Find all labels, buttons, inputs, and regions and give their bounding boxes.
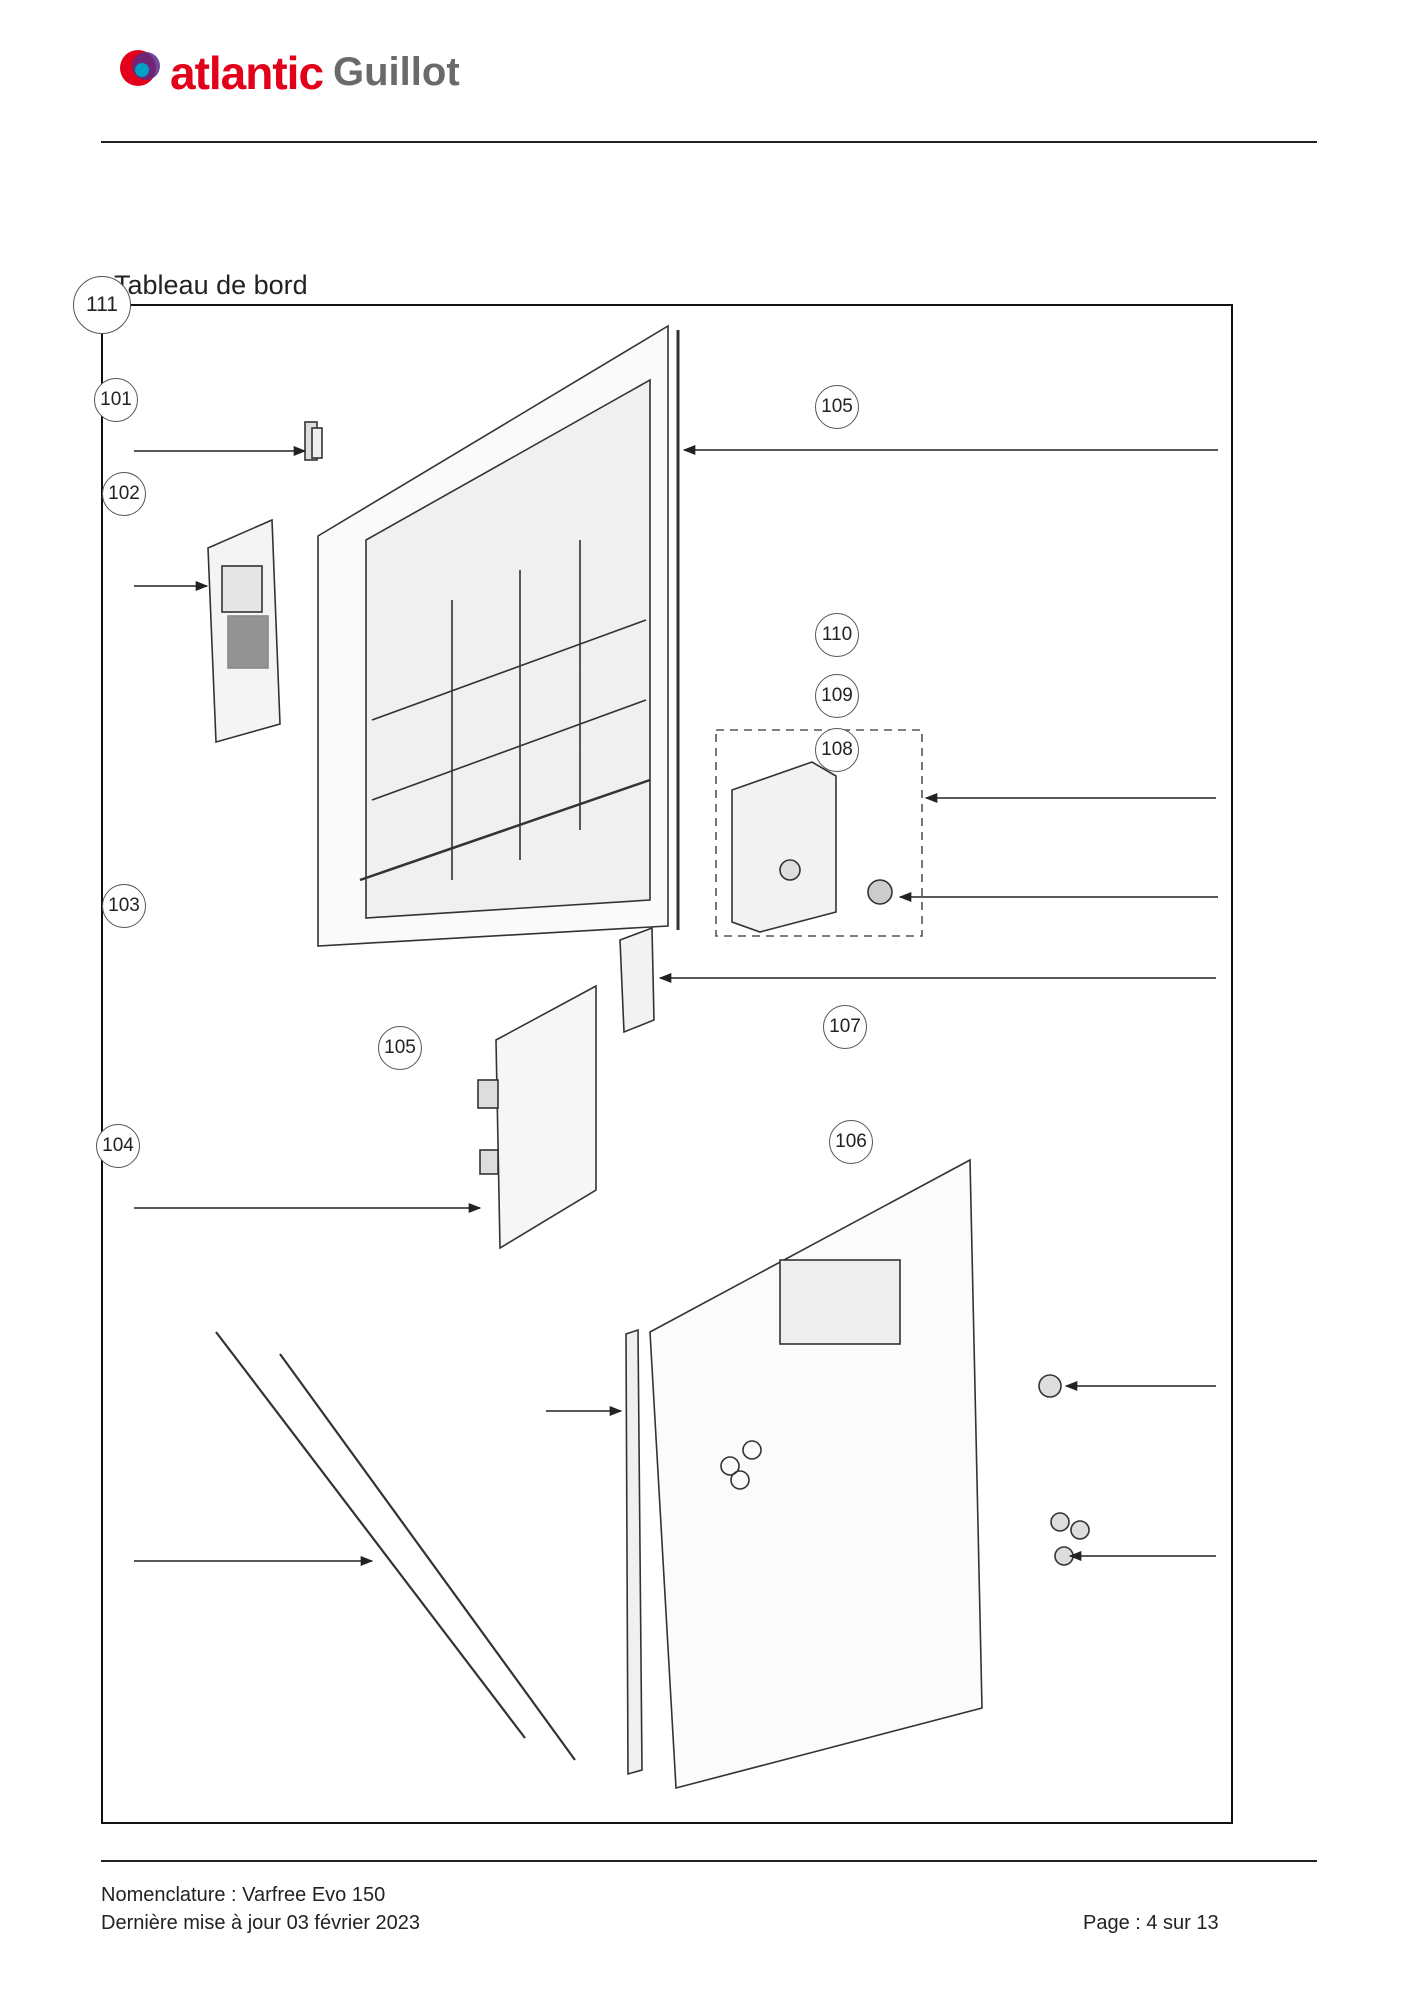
callout-102: 102 — [102, 472, 146, 516]
footer-updated-date: Dernière mise à jour 03 février 2023 — [101, 1912, 421, 1934]
brand-logo: atlantic Guillot — [118, 44, 498, 100]
callout-105-pcb: 105 — [378, 1026, 422, 1070]
logo-mark-icon — [120, 50, 160, 86]
exploded-diagram-frame — [101, 304, 1233, 1824]
footer-nomenclature: Nomenclature : Varfree Evo 150 — [101, 1884, 386, 1906]
footer-divider — [101, 1860, 1317, 1862]
callout-108: 108 — [815, 728, 859, 772]
header-divider — [101, 141, 1317, 143]
callout-111: 111 — [73, 276, 131, 334]
section-title: Tableau de bord — [114, 270, 308, 300]
callout-101: 101 — [94, 378, 138, 422]
callout-109: 109 — [815, 674, 859, 718]
logo-text-guillot: Guillot — [333, 50, 460, 94]
page-number: Page : 4 sur 13 — [1083, 1912, 1219, 1934]
callout-110: 110 — [815, 613, 859, 657]
callout-106: 106 — [829, 1120, 873, 1164]
logo-text-atlantic: atlantic — [170, 47, 324, 99]
callout-104: 104 — [96, 1124, 140, 1168]
callout-103: 103 — [102, 884, 146, 928]
callout-107: 107 — [823, 1005, 867, 1049]
callout-105-top: 105 — [815, 385, 859, 429]
